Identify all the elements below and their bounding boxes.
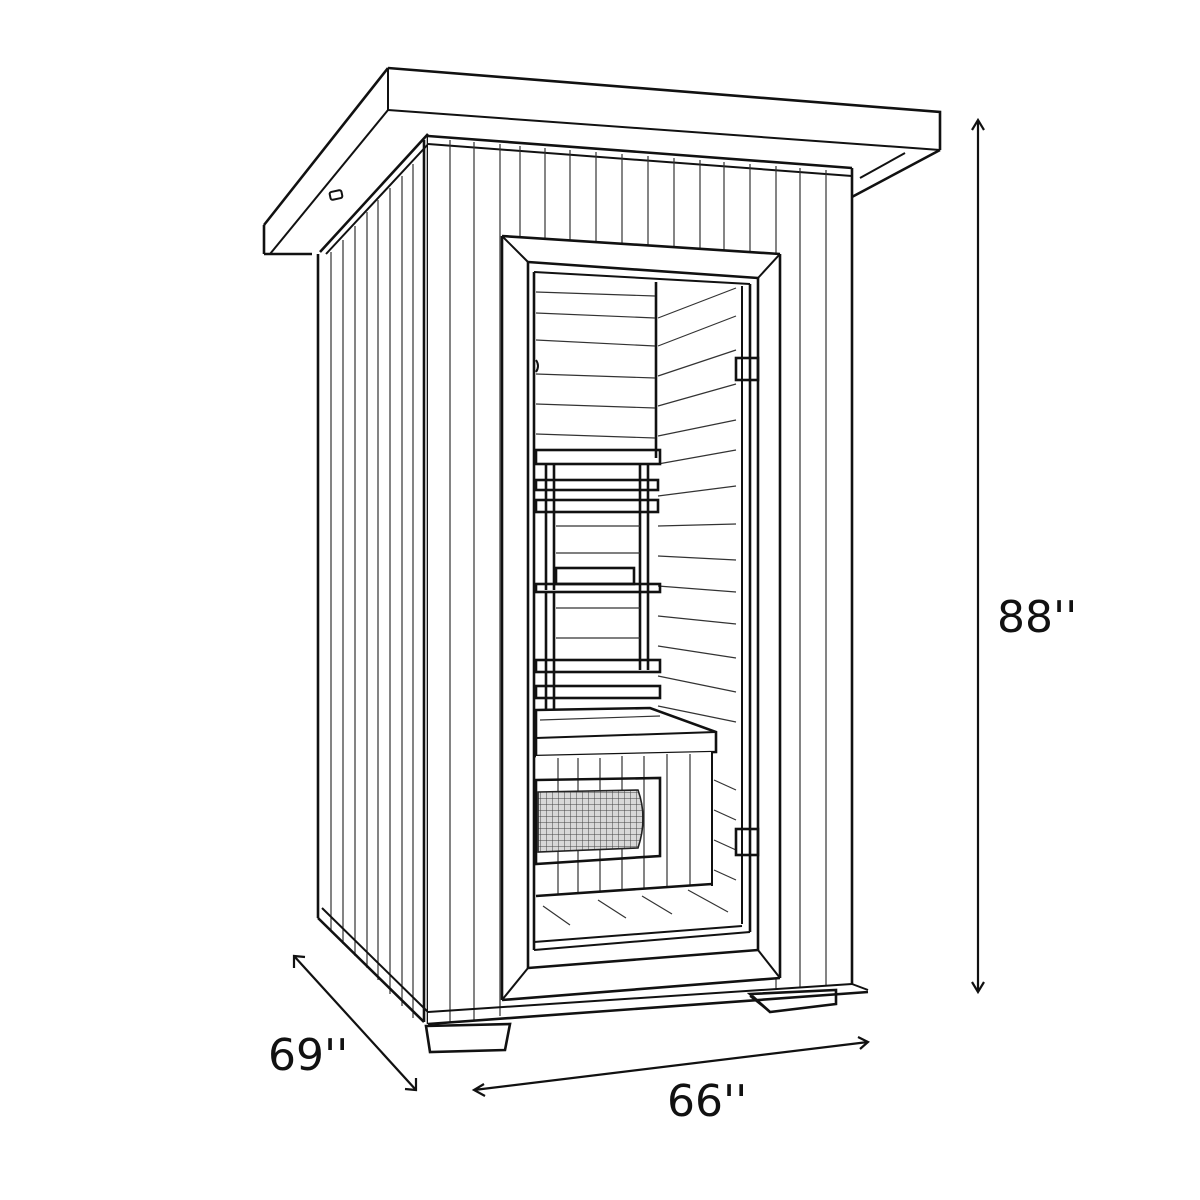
width-dimension-arrow (471, 1036, 870, 1097)
height-dimension-label: 88'' (997, 592, 1078, 643)
base-feet (424, 988, 838, 1054)
interior (534, 282, 737, 926)
depth-dimension-arrow (292, 954, 418, 1092)
width-dimension-label: 66'' (667, 1076, 748, 1127)
roof-light-icon (328, 189, 344, 201)
hinge-top-icon (734, 356, 760, 382)
height-dimension-arrow (971, 117, 985, 995)
side-wall (316, 133, 433, 1045)
heater-mesh-icon (537, 789, 644, 853)
door-hinges (535, 356, 760, 857)
hinge-bottom-icon (734, 827, 760, 857)
roof (262, 66, 942, 256)
heater-panel (534, 776, 662, 866)
depth-dimension-label: 69'' (268, 1030, 349, 1081)
